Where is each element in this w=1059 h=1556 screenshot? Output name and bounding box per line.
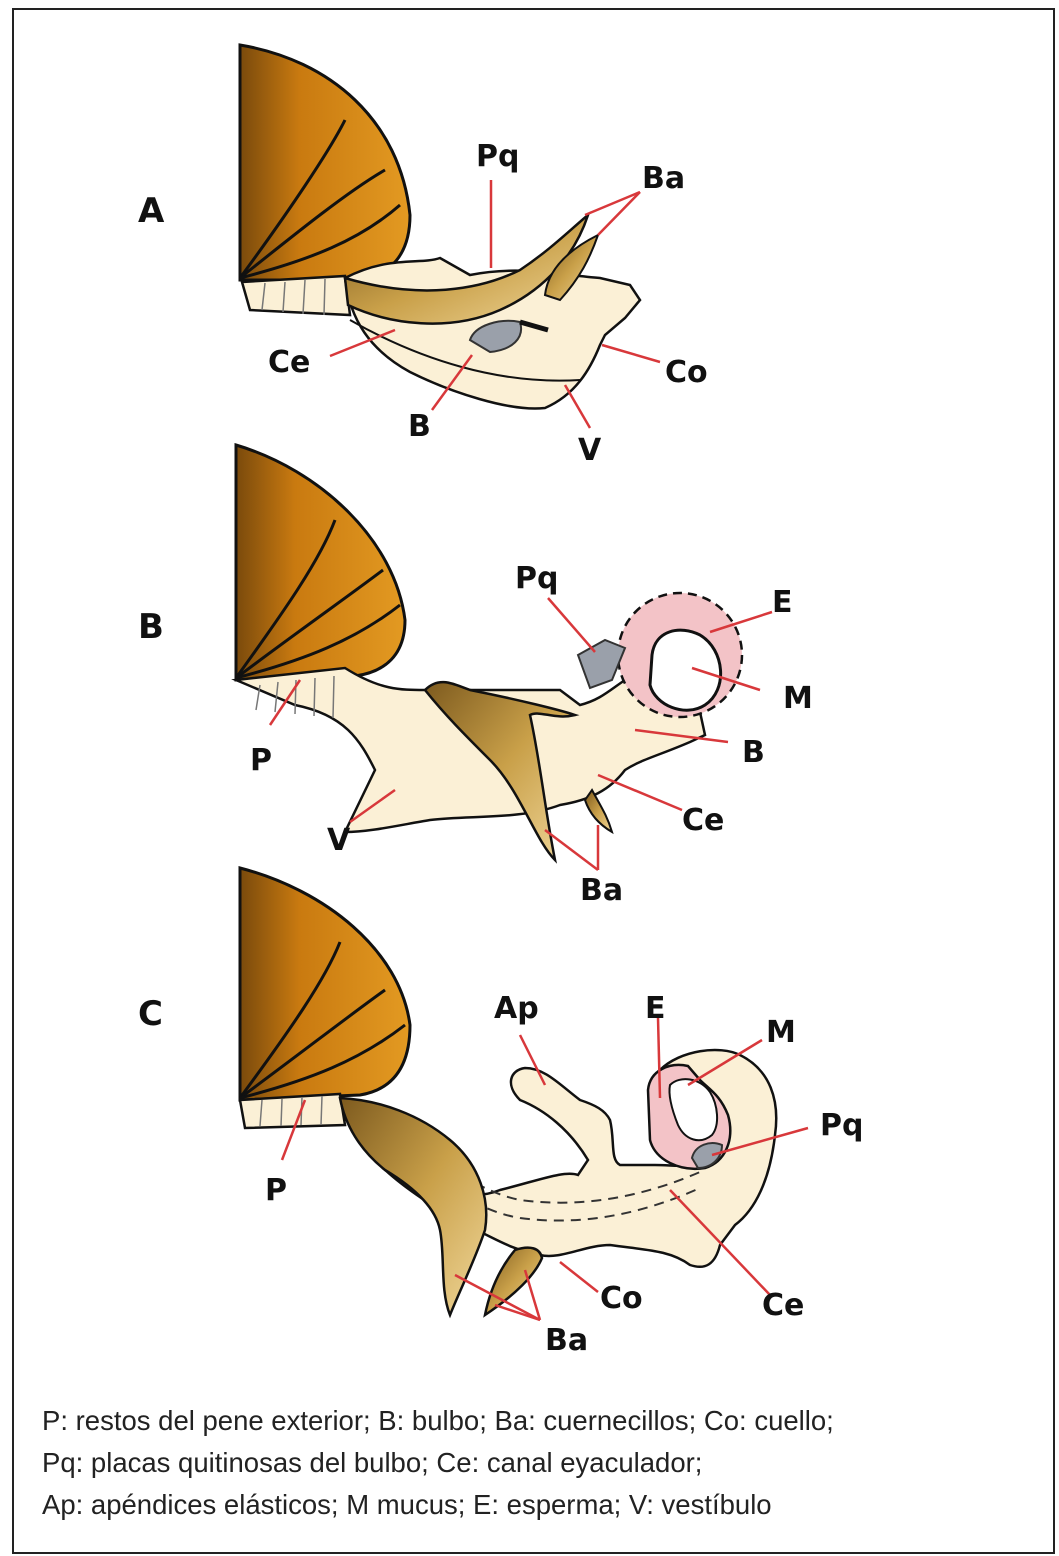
label-e: E <box>645 991 666 1026</box>
legend-line: P: restos del pene exterior; B: bulbo; B… <box>42 1400 1052 1442</box>
panel-a: A Pq Ba Ce Co B V <box>138 45 708 468</box>
label-ce: Ce <box>268 345 310 380</box>
label-co: Co <box>600 1281 643 1316</box>
label-ce: Ce <box>682 803 724 838</box>
label-ce: Ce <box>762 1288 804 1323</box>
label-p: P <box>265 1173 287 1208</box>
shell <box>240 868 410 1100</box>
legend-line: Ap: apéndices elásticos; M mucus; E: esp… <box>42 1484 1052 1526</box>
panel-c: C Ap E M Pq <box>138 868 863 1358</box>
label-co: Co <box>665 355 708 390</box>
label-v: V <box>578 433 602 468</box>
label-ba: Ba <box>580 873 623 908</box>
label-v: V <box>327 823 351 858</box>
panel-letter: B <box>138 607 164 647</box>
label-m: M <box>783 681 813 716</box>
shell <box>236 445 405 680</box>
legend: P: restos del pene exterior; B: bulbo; B… <box>42 1400 1052 1526</box>
label-ba: Ba <box>642 161 685 196</box>
panel-letter: C <box>138 994 163 1034</box>
shell <box>240 45 410 280</box>
label-ba: Ba <box>545 1323 588 1358</box>
label-b: B <box>408 409 431 444</box>
penis-remnant <box>242 276 350 315</box>
label-pq: Pq <box>515 561 558 596</box>
label-pq: Pq <box>820 1108 863 1143</box>
label-m: M <box>766 1015 796 1050</box>
label-e: E <box>772 585 793 620</box>
penis-remnant <box>240 1094 345 1128</box>
horn-band <box>340 1098 486 1315</box>
label-p: P <box>250 743 272 778</box>
panel-b: B Pq E M P B Ce V Ba <box>138 445 813 908</box>
label-b: B <box>742 735 765 770</box>
panel-letter: A <box>138 191 165 231</box>
label-pq: Pq <box>476 139 519 174</box>
mucus <box>650 630 721 710</box>
chitin-plate <box>578 640 625 688</box>
legend-line: Pq: placas quitinosas del bulbo; Ce: can… <box>42 1442 1052 1484</box>
label-ap: Ap <box>494 991 539 1026</box>
